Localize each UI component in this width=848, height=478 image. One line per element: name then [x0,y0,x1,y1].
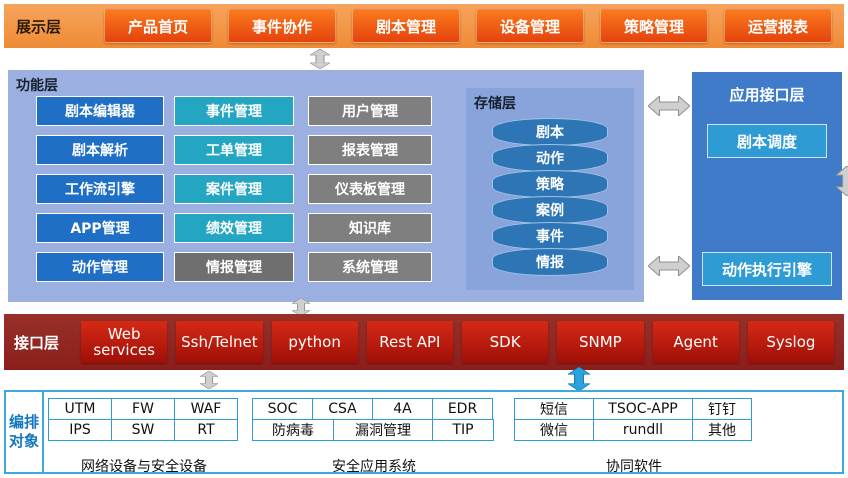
playbook-editor-node: 剧本编辑器 [36,96,164,126]
object-cell: IPS [48,419,112,441]
ssh-telnet-node: Ssh/Telnet [176,321,263,363]
web-services-node: Web services [81,321,168,363]
function-layer-panel: 功能层 剧本编辑器 剧本解析 工作流引擎 APP管理 动作管理 事件管理 工单管… [8,70,644,302]
object-cell: SW [111,419,175,441]
snmp-node: SNMP [557,321,644,363]
report-mgmt-node: 报表管理 [308,135,432,165]
system-mgmt-node: 系统管理 [308,252,432,282]
app-mgmt-node: APP管理 [36,213,164,243]
function-column-system: 用户管理 报表管理 仪表板管理 知识库 系统管理 [308,96,432,282]
object-cell: rundll [593,419,693,441]
action-mgmt-node: 动作管理 [36,252,164,282]
object-cell: 防病毒 [252,419,334,441]
app-interface-label: 应用接口层 [729,86,805,104]
playbook-dispatch-node: 剧本调度 [707,124,827,158]
policy-mgmt-node: 策略管理 [600,9,708,43]
object-group-collab-software: 短信 TSOC-APP 钉钉 微信 rundll 其他 协同软件 [514,398,754,475]
orchestration-panel: 编排对象 UTM FW WAF IPS SW RT 网络设备与安全设备 SOC … [4,390,844,475]
group-caption-network-devices: 网络设备与安全设备 [81,459,207,475]
storage-cylinder-playbook: 剧本 [492,118,608,146]
product-home-node: 产品首页 [104,9,212,43]
case-mgmt-node: 案件管理 [174,174,294,204]
workflow-engine-node: 工作流引擎 [36,174,164,204]
performance-mgmt-node: 绩效管理 [174,213,294,243]
object-cell: 其他 [692,419,752,441]
ticket-mgmt-node: 工单管理 [174,135,294,165]
object-cell: CSA [312,398,373,420]
object-cell: SOC [252,398,313,420]
object-cell: FW [111,398,175,420]
object-cell: 短信 [514,398,594,420]
group-caption-security-apps: 安全应用系统 [332,459,416,475]
app-interface-panel: 应用接口层 剧本调度 动作执行引擎 [692,72,842,300]
object-cell: 漏洞管理 [333,419,433,441]
object-row: 短信 TSOC-APP 钉钉 [514,398,754,420]
storage-cylinder-action: 动作 [492,144,608,172]
storage-cylinder-intel: 情报 [492,248,608,276]
presentation-layer-bar: 展示层 产品首页 事件协作 剧本管理 设备管理 策略管理 运营报表 [4,4,844,48]
interface-layer-bar: 接口层 Web services Ssh/Telnet python Rest … [4,314,844,370]
object-cell: RT [174,419,238,441]
sdk-node: SDK [462,321,549,363]
object-group-security-apps: SOC CSA 4A EDR 防病毒 漏洞管理 TIP 安全应用系统 [252,398,496,475]
presentation-layer-label: 展示层 [16,17,62,36]
arrow-right-edge [836,166,848,196]
arrow-function-appinterface-bottom [648,256,690,276]
object-row: SOC CSA 4A EDR [252,398,496,420]
arrow-function-appinterface-top [648,96,690,116]
arrow-presentation-function [310,49,330,69]
object-row: UTM FW WAF [48,398,240,420]
function-column-playbook: 剧本编辑器 剧本解析 工作流引擎 APP管理 动作管理 [36,96,164,282]
storage-cylinder-case: 案例 [492,196,608,224]
orchestration-label: 编排对象 [6,392,44,472]
action-exec-engine-node: 动作执行引擎 [702,252,832,286]
agent-node: Agent [652,321,739,363]
storage-layer-label: 存储层 [474,96,516,112]
arrow-interface-objects-blue [568,367,590,391]
object-row: 微信 rundll 其他 [514,419,754,441]
python-node: python [271,321,358,363]
object-cell: TIP [432,419,494,441]
knowledge-base-node: 知识库 [308,213,432,243]
arrow-function-interface [292,298,310,316]
device-mgmt-node: 设备管理 [476,9,584,43]
object-cell: EDR [432,398,493,420]
function-column-operations: 事件管理 工单管理 案件管理 绩效管理 情报管理 [174,96,294,282]
object-row: IPS SW RT [48,419,240,441]
storage-cylinder-policy: 策略 [492,170,608,198]
rest-api-node: Rest API [366,321,453,363]
event-collab-node: 事件协作 [228,9,336,43]
object-cell: WAF [174,398,238,420]
object-cell: 4A [372,398,433,420]
function-layer-label: 功能层 [16,78,58,94]
object-row: 防病毒 漏洞管理 TIP [252,419,496,441]
ops-report-node: 运营报表 [724,9,832,43]
object-cell: UTM [48,398,112,420]
arrow-interface-objects-gray [200,371,218,389]
storage-cylinder-stack: 剧本 动作 策略 案例 事件 情报 [492,118,608,276]
object-cell: 微信 [514,419,594,441]
playbook-parse-node: 剧本解析 [36,135,164,165]
group-caption-collab-software: 协同软件 [606,459,662,475]
interface-layer-label: 接口层 [14,333,60,352]
object-cell: TSOC-APP [593,398,693,420]
storage-panel: 存储层 剧本 动作 策略 案例 事件 情报 [466,88,634,290]
dashboard-mgmt-node: 仪表板管理 [308,174,432,204]
object-cell: 钉钉 [692,398,752,420]
syslog-node: Syslog [747,321,834,363]
event-mgmt-node: 事件管理 [174,96,294,126]
intel-mgmt-node: 情报管理 [174,252,294,282]
storage-cylinder-event: 事件 [492,222,608,250]
playbook-mgmt-node: 剧本管理 [352,9,460,43]
user-mgmt-node: 用户管理 [308,96,432,126]
object-group-network-devices: UTM FW WAF IPS SW RT 网络设备与安全设备 [48,398,240,475]
